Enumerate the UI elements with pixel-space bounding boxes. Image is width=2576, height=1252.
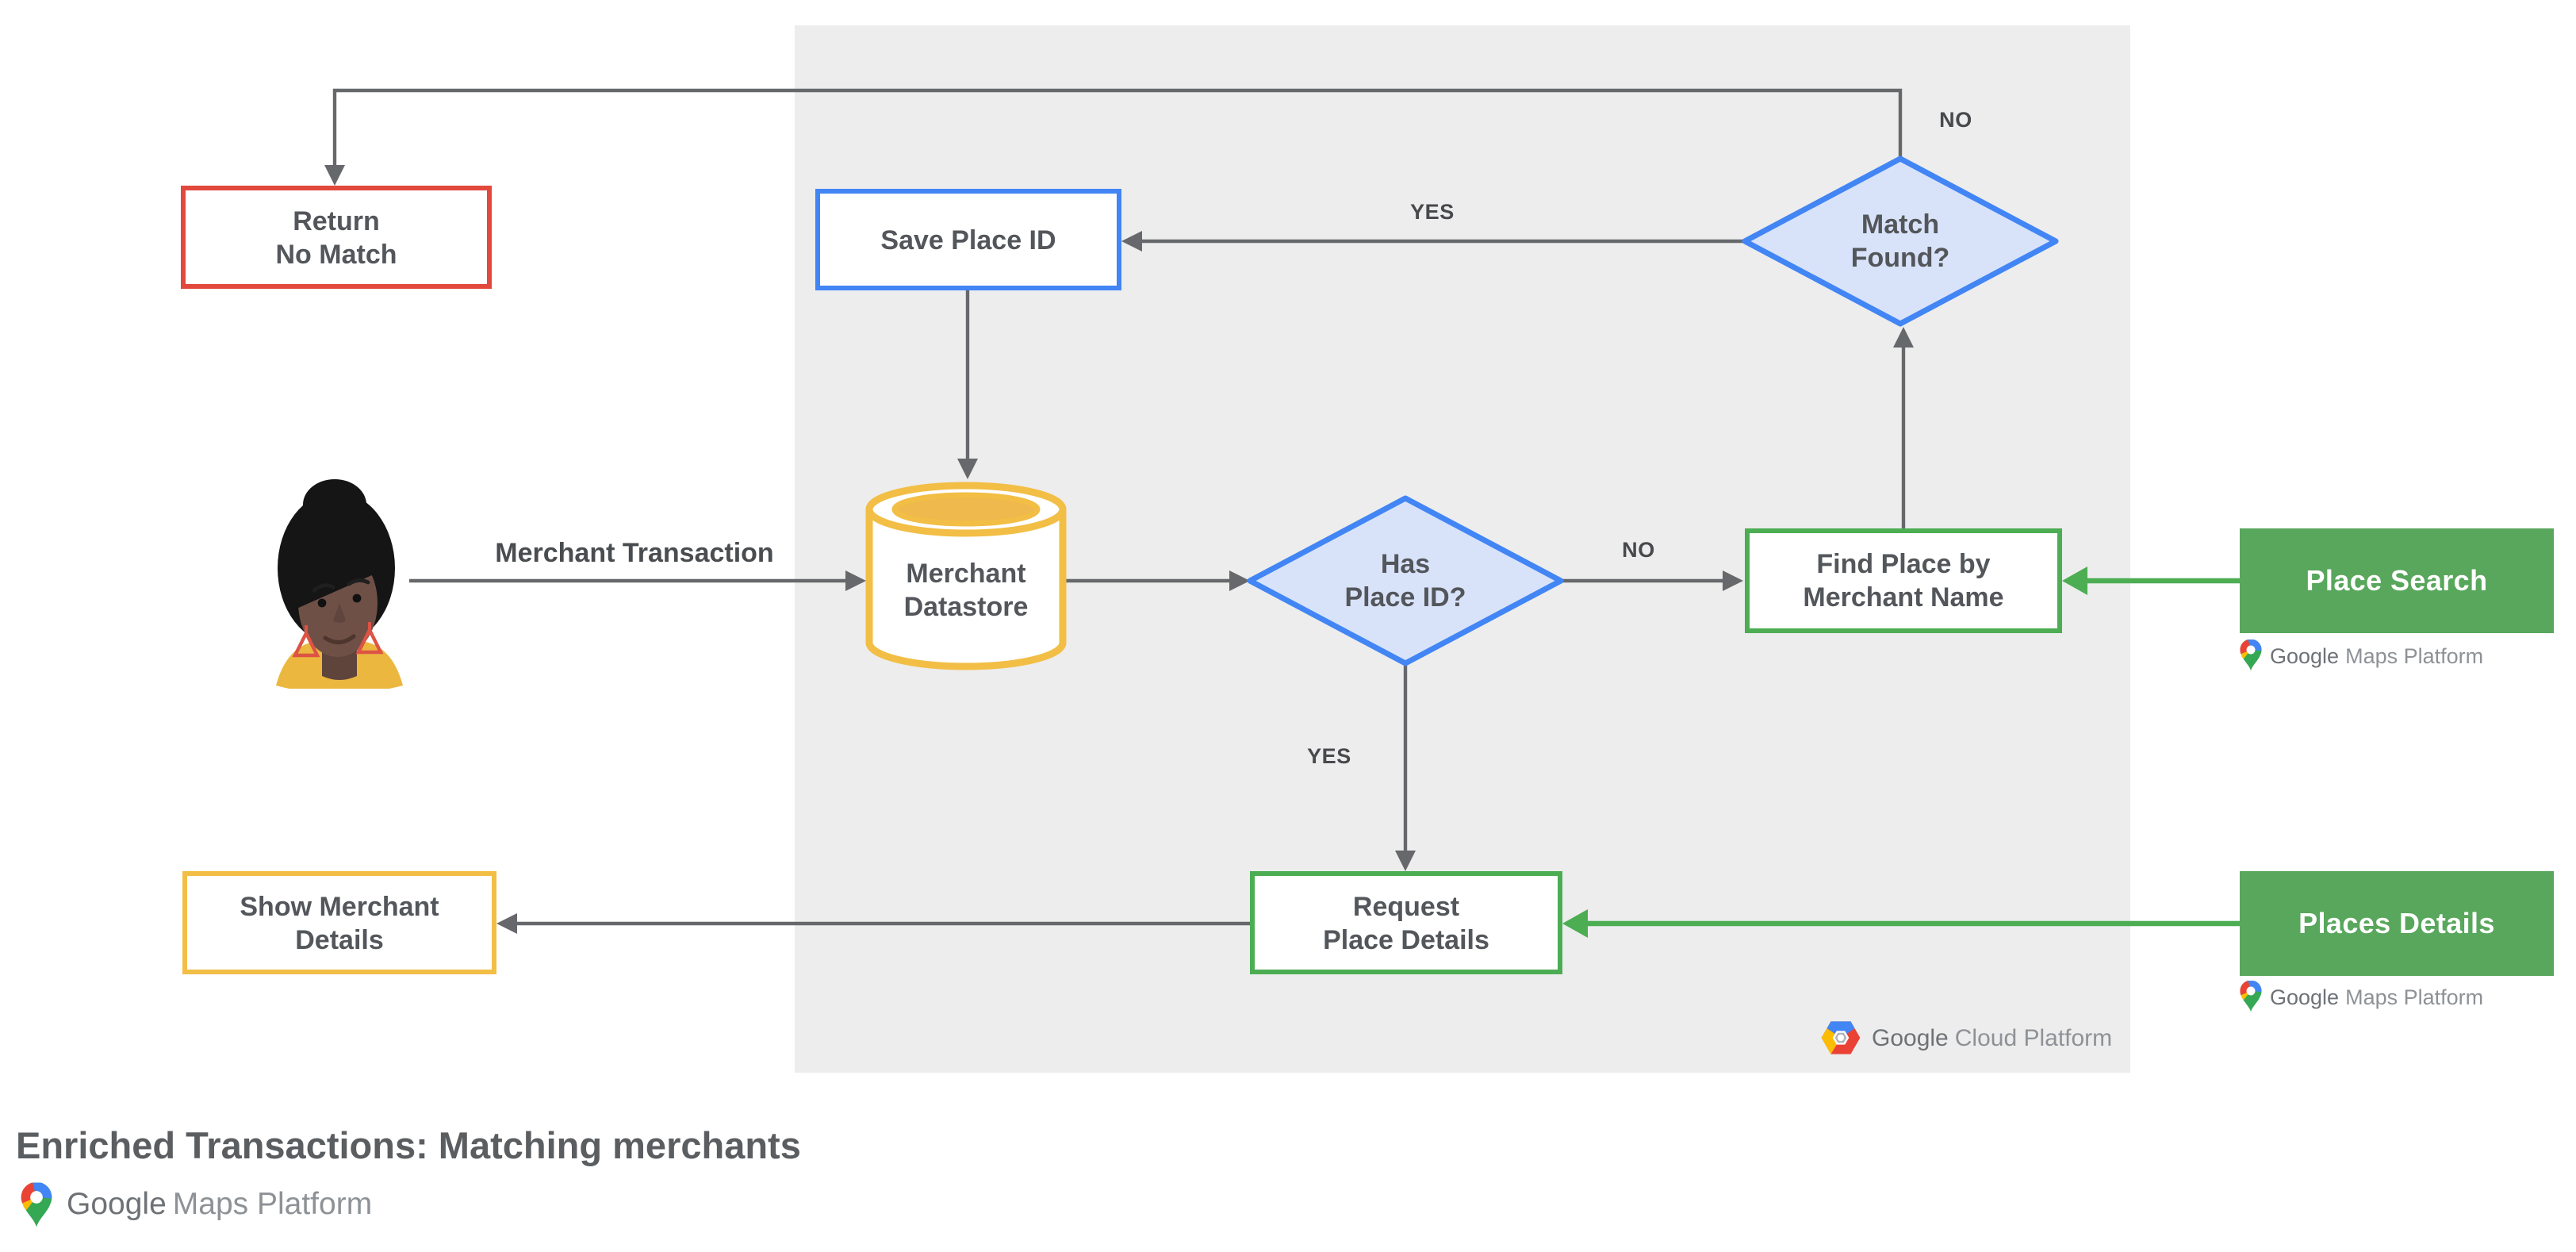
logo-maps-platform-words: Maps Platform <box>2345 643 2484 667</box>
edge-matchfound-no <box>332 88 1903 167</box>
node-save-place-id: Save Place ID <box>815 189 1121 290</box>
node-place-search: Place Search <box>2240 528 2554 633</box>
maps-pin-icon <box>2240 639 2262 671</box>
logo-google-word: Google <box>2270 985 2340 1008</box>
logo-google-word: Google <box>67 1187 167 1222</box>
edge-label-no-top: NO <box>1939 108 1972 132</box>
arrowhead-green <box>1562 909 1588 938</box>
diagram-title: Enriched Transactions: Matching merchant… <box>16 1125 801 1166</box>
logo-google-word: Google <box>2270 643 2340 667</box>
arrowhead <box>957 459 978 479</box>
edge-label-no-mid: NO <box>1622 538 1655 562</box>
logo-cloud-platform-words: Cloud Platform <box>1954 1024 2113 1051</box>
node-show-merchant-details: Show Merchant Details <box>182 871 496 974</box>
edge-label-yes-mid: YES <box>1307 744 1351 768</box>
node-has-place-id-label: Has Place ID? <box>1344 549 1466 613</box>
node-request-place-details: Request Place Details <box>1250 871 1562 974</box>
arrowhead <box>845 570 866 591</box>
arrowhead-green <box>2062 566 2087 595</box>
gcp-hexagon-icon <box>1821 1021 1861 1054</box>
arrowhead <box>1229 570 1250 591</box>
arrowhead <box>1893 327 1914 348</box>
arrowhead <box>1395 851 1416 871</box>
edge-label-merchant-transaction: Merchant Transaction <box>495 538 774 568</box>
decision-has-place-id <box>1247 495 1564 666</box>
logo-maps-platform-words: Maps Platform <box>172 1187 373 1222</box>
decision-match-found <box>1742 156 2059 327</box>
node-match-found-label: Match Found? <box>1850 209 1950 273</box>
arrowhead <box>1723 570 1743 591</box>
arrowhead <box>496 913 517 934</box>
node-merchant-datastore <box>865 482 1067 670</box>
maps-pin-icon <box>21 1182 52 1228</box>
arrowhead <box>1121 231 1142 252</box>
node-merchant-datastore-label: Merchant Datastore <box>903 559 1029 622</box>
arrowhead <box>324 165 345 186</box>
logo-google-word: Google <box>1872 1024 1949 1051</box>
node-find-place-by-merchant-name: Find Place by Merchant Name <box>1745 528 2062 633</box>
edge-label-yes-top: YES <box>1410 200 1455 224</box>
logo-maps-platform-words: Maps Platform <box>2345 985 2484 1008</box>
user-avatar <box>276 479 403 689</box>
maps-pin-icon <box>2240 981 2262 1012</box>
node-return-no-match: Return No Match <box>181 186 492 289</box>
node-places-details: Places Details <box>2240 871 2554 976</box>
